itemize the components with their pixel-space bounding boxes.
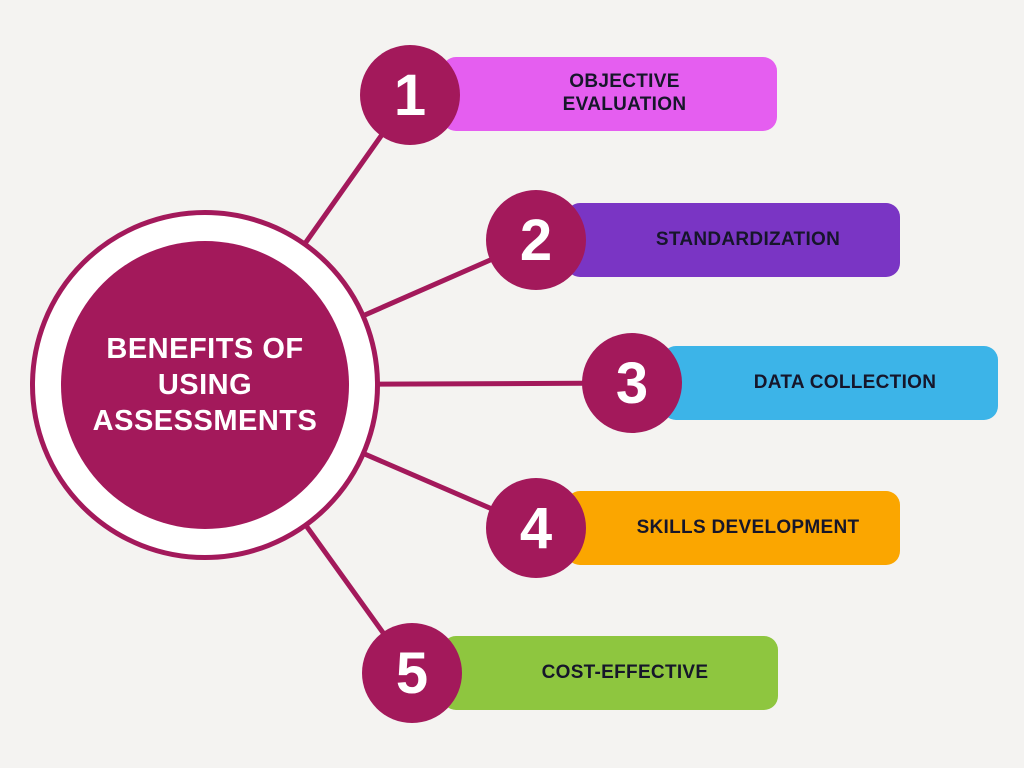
item-number-4: 4 — [519, 495, 553, 561]
item-bar-5: COST-EFFECTIVE — [442, 636, 778, 710]
item-label-1: OBJECTIVE EVALUATION — [562, 71, 687, 115]
item-number-badge-3: 3 — [582, 333, 682, 433]
item-number-2: 2 — [519, 207, 553, 273]
item-number-badge-4: 4 — [486, 478, 586, 578]
item-label-4: SKILLS DEVELOPMENT — [636, 516, 860, 538]
item-number-1: 1 — [393, 62, 427, 128]
item-number-badge-2: 2 — [486, 190, 586, 290]
item-number-badge-5: 5 — [362, 623, 462, 723]
item-number-badge-1: 1 — [360, 45, 460, 145]
item-label-5: COST-EFFECTIVE — [541, 661, 709, 683]
center-title: BENEFITS OF USING ASSESSMENTS — [92, 332, 318, 438]
item-number-3: 3 — [615, 350, 649, 416]
item-bar-1: OBJECTIVE EVALUATION — [442, 57, 777, 131]
item-number-5: 5 — [395, 640, 429, 706]
item-bar-3: DATA COLLECTION — [662, 346, 998, 420]
item-bar-2: STANDARDIZATION — [566, 203, 900, 277]
center-disc: BENEFITS OF USING ASSESSMENTS — [61, 241, 349, 529]
item-bar-4: SKILLS DEVELOPMENT — [566, 491, 900, 565]
item-label-3: DATA COLLECTION — [753, 371, 937, 393]
center-circle: BENEFITS OF USING ASSESSMENTS — [30, 210, 380, 560]
item-label-2: STANDARDIZATION — [655, 228, 841, 250]
